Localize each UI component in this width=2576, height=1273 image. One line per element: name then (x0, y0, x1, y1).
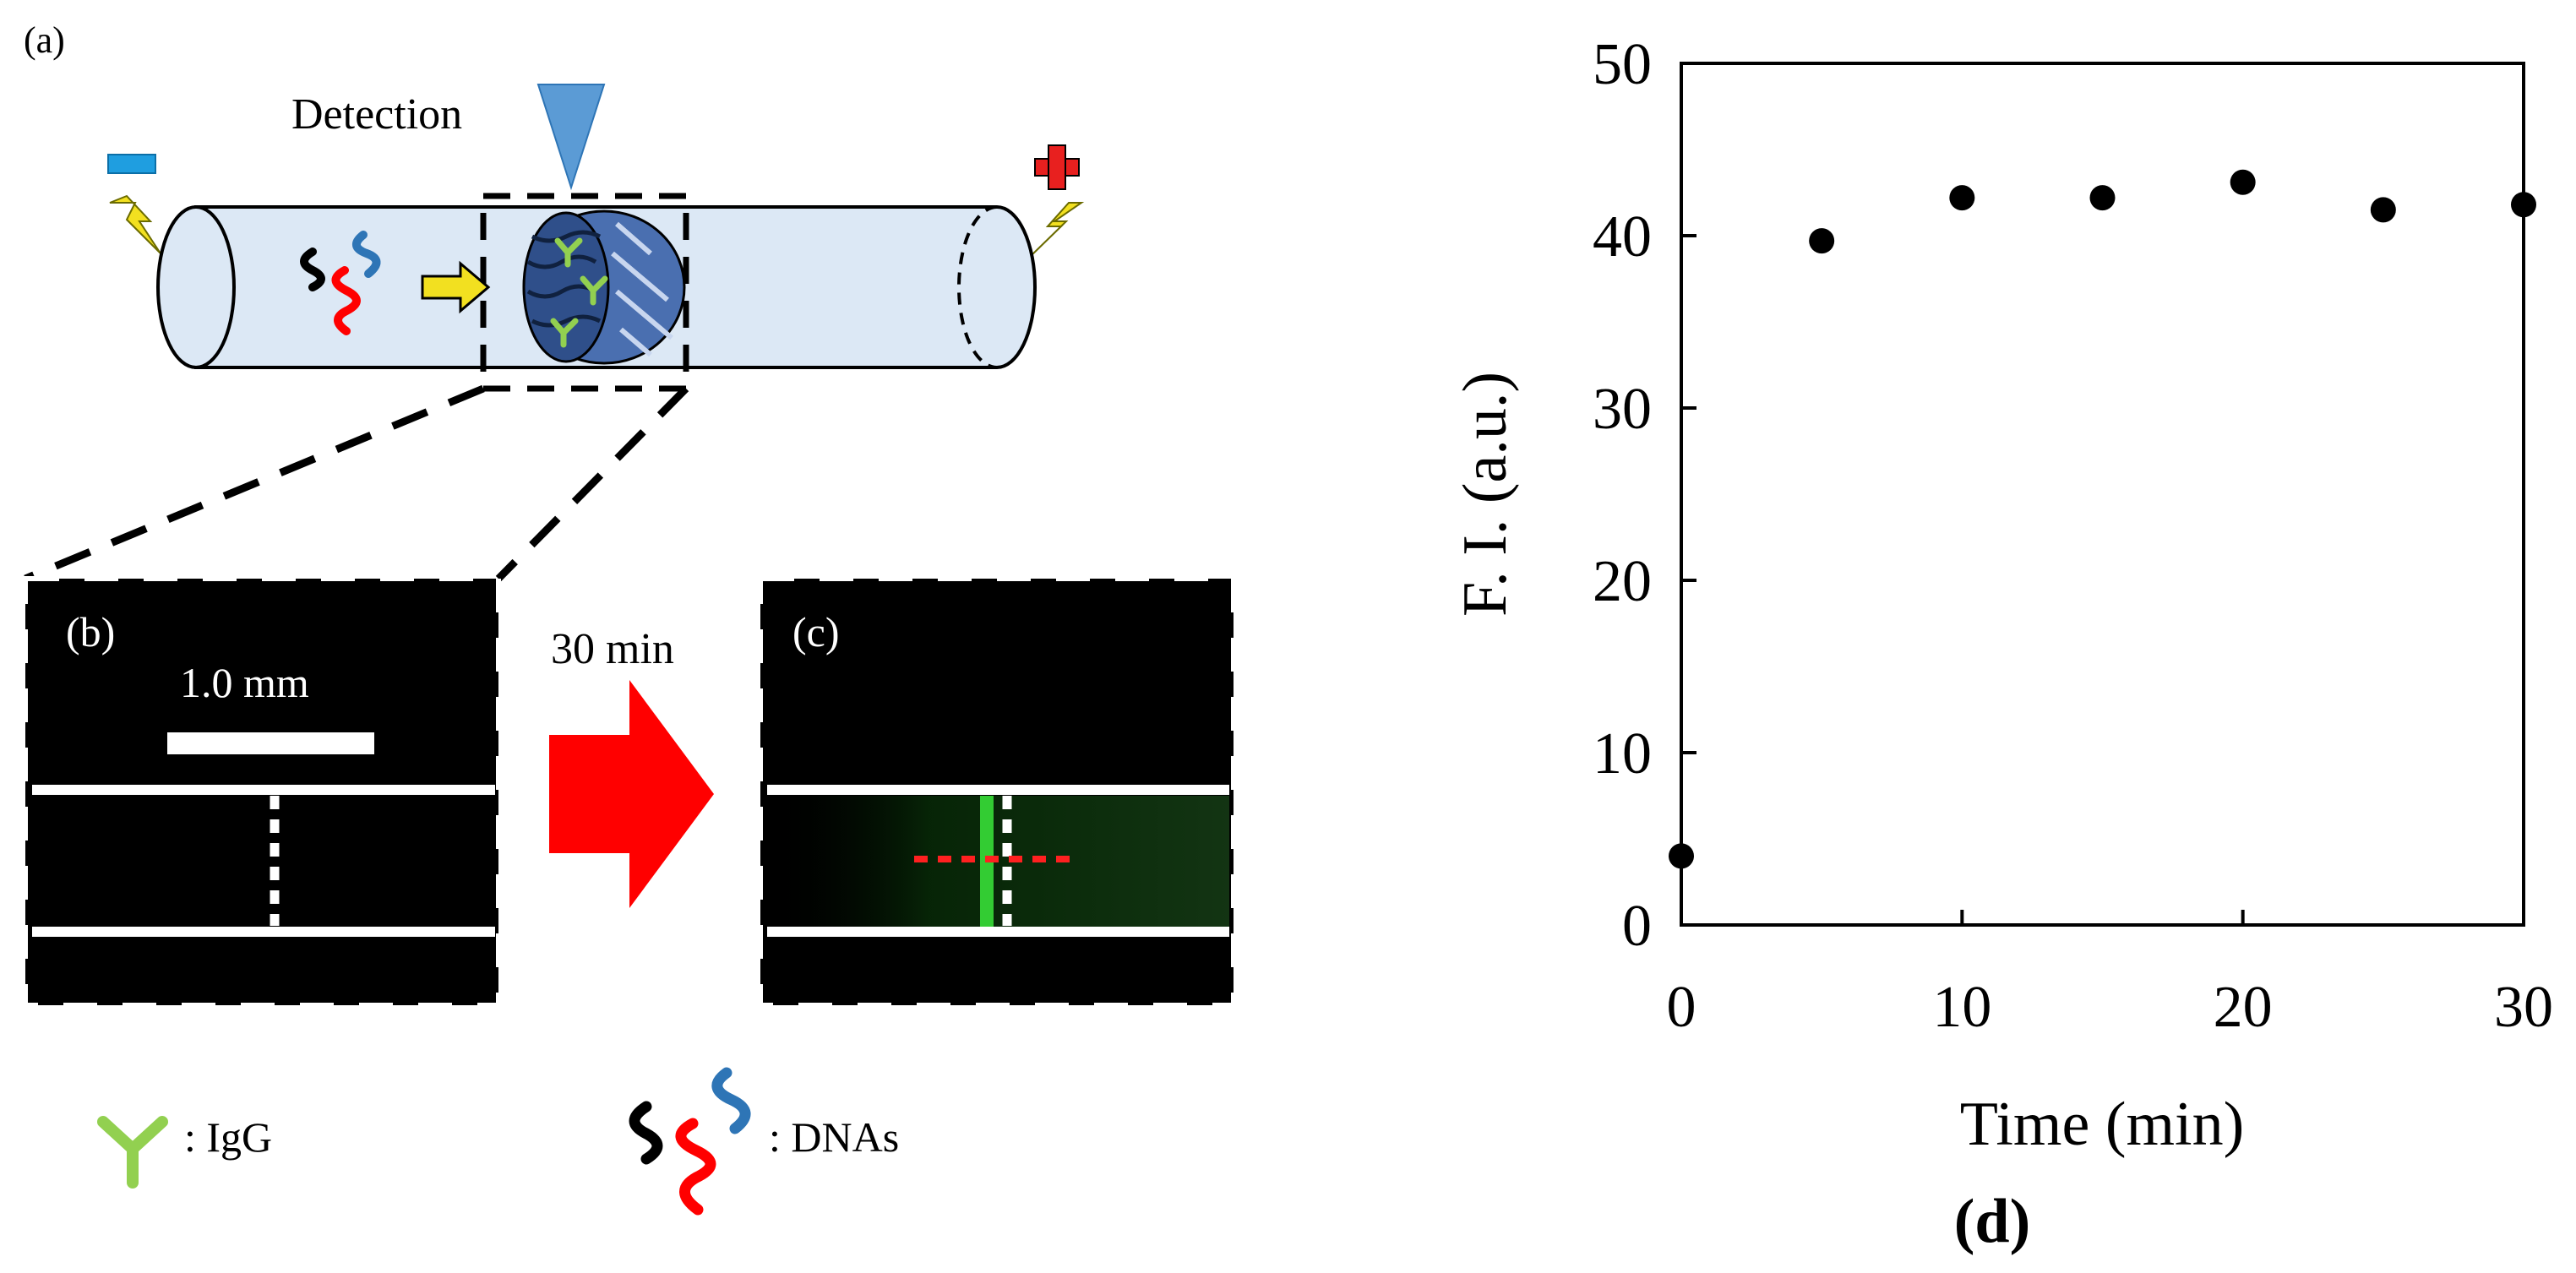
y-tick-label: 30 (1593, 377, 1652, 442)
y-axis-label: F. I. (a.u.) (1451, 372, 1520, 617)
y-tick-label: 20 (1593, 549, 1652, 614)
x-tick-label: 20 (2214, 975, 2273, 1040)
dna-legend-label: : DNAs (769, 1113, 899, 1161)
x-tick-label: 0 (1667, 975, 1696, 1040)
detection-label: Detection (291, 90, 462, 139)
panel-d-label: (d) (1954, 1187, 2030, 1256)
data-point (1809, 228, 1835, 254)
zoom-line-right (495, 385, 689, 582)
panel-c: (c) (758, 576, 1236, 1008)
y-tick-label: 0 (1622, 894, 1652, 959)
detector-triangle-icon (536, 84, 606, 191)
lightning-right-icon (1028, 202, 1085, 258)
y-tick-label: 50 (1593, 32, 1652, 97)
panel-c-label: (c) (792, 608, 840, 656)
data-point (1669, 843, 1694, 869)
lightning-left-icon (109, 194, 161, 254)
data-point (2370, 197, 2396, 223)
data-point (2511, 192, 2536, 218)
scale-bar (167, 732, 374, 754)
y-tick-label: 40 (1593, 204, 1652, 269)
zoom-line-left (24, 384, 485, 583)
y-tick-label: 10 (1593, 721, 1652, 786)
y-axis-ticks: 0 10 20 30 40 50 (1593, 32, 1696, 959)
chart-d: 0 10 20 30 40 50 0 10 20 30 F. I. (a.u.) Time (m… (1451, 32, 2553, 1256)
dna-legend-icon (629, 1067, 751, 1216)
migration-arrow-icon (421, 260, 491, 314)
x-tick-label: 30 (2494, 975, 2553, 1040)
minus-electrode-icon (107, 154, 156, 174)
data-points (1669, 169, 2536, 869)
x-axis-ticks: 0 10 20 30 (1667, 910, 2553, 1040)
panel-a: (a) Detection (24, 19, 1085, 583)
legend: : IgG : DNAs (97, 1067, 899, 1216)
data-point (1949, 185, 1975, 211)
gel-plug (522, 209, 686, 365)
dna-in-tube-icon (300, 231, 381, 335)
panel-b: (b) 1.0 mm (23, 576, 501, 1008)
x-tick-label: 10 (1932, 975, 1991, 1040)
data-point (2089, 185, 2116, 211)
plus-electrode-icon (1034, 144, 1080, 190)
panel-b-label: (b) (66, 608, 115, 656)
plot-frame (1680, 62, 2525, 927)
time-arrow-icon (549, 680, 714, 908)
x-axis-label: Time (min) (1960, 1090, 2244, 1159)
igg-icon (97, 1116, 168, 1189)
scale-bar-label: 1.0 mm (180, 659, 309, 706)
data-point (2230, 169, 2256, 195)
time-arrow-label: 30 min (551, 625, 674, 673)
detection-box (480, 193, 689, 392)
panel-a-label: (a) (24, 19, 65, 61)
igg-legend-label: : IgG (184, 1113, 272, 1161)
